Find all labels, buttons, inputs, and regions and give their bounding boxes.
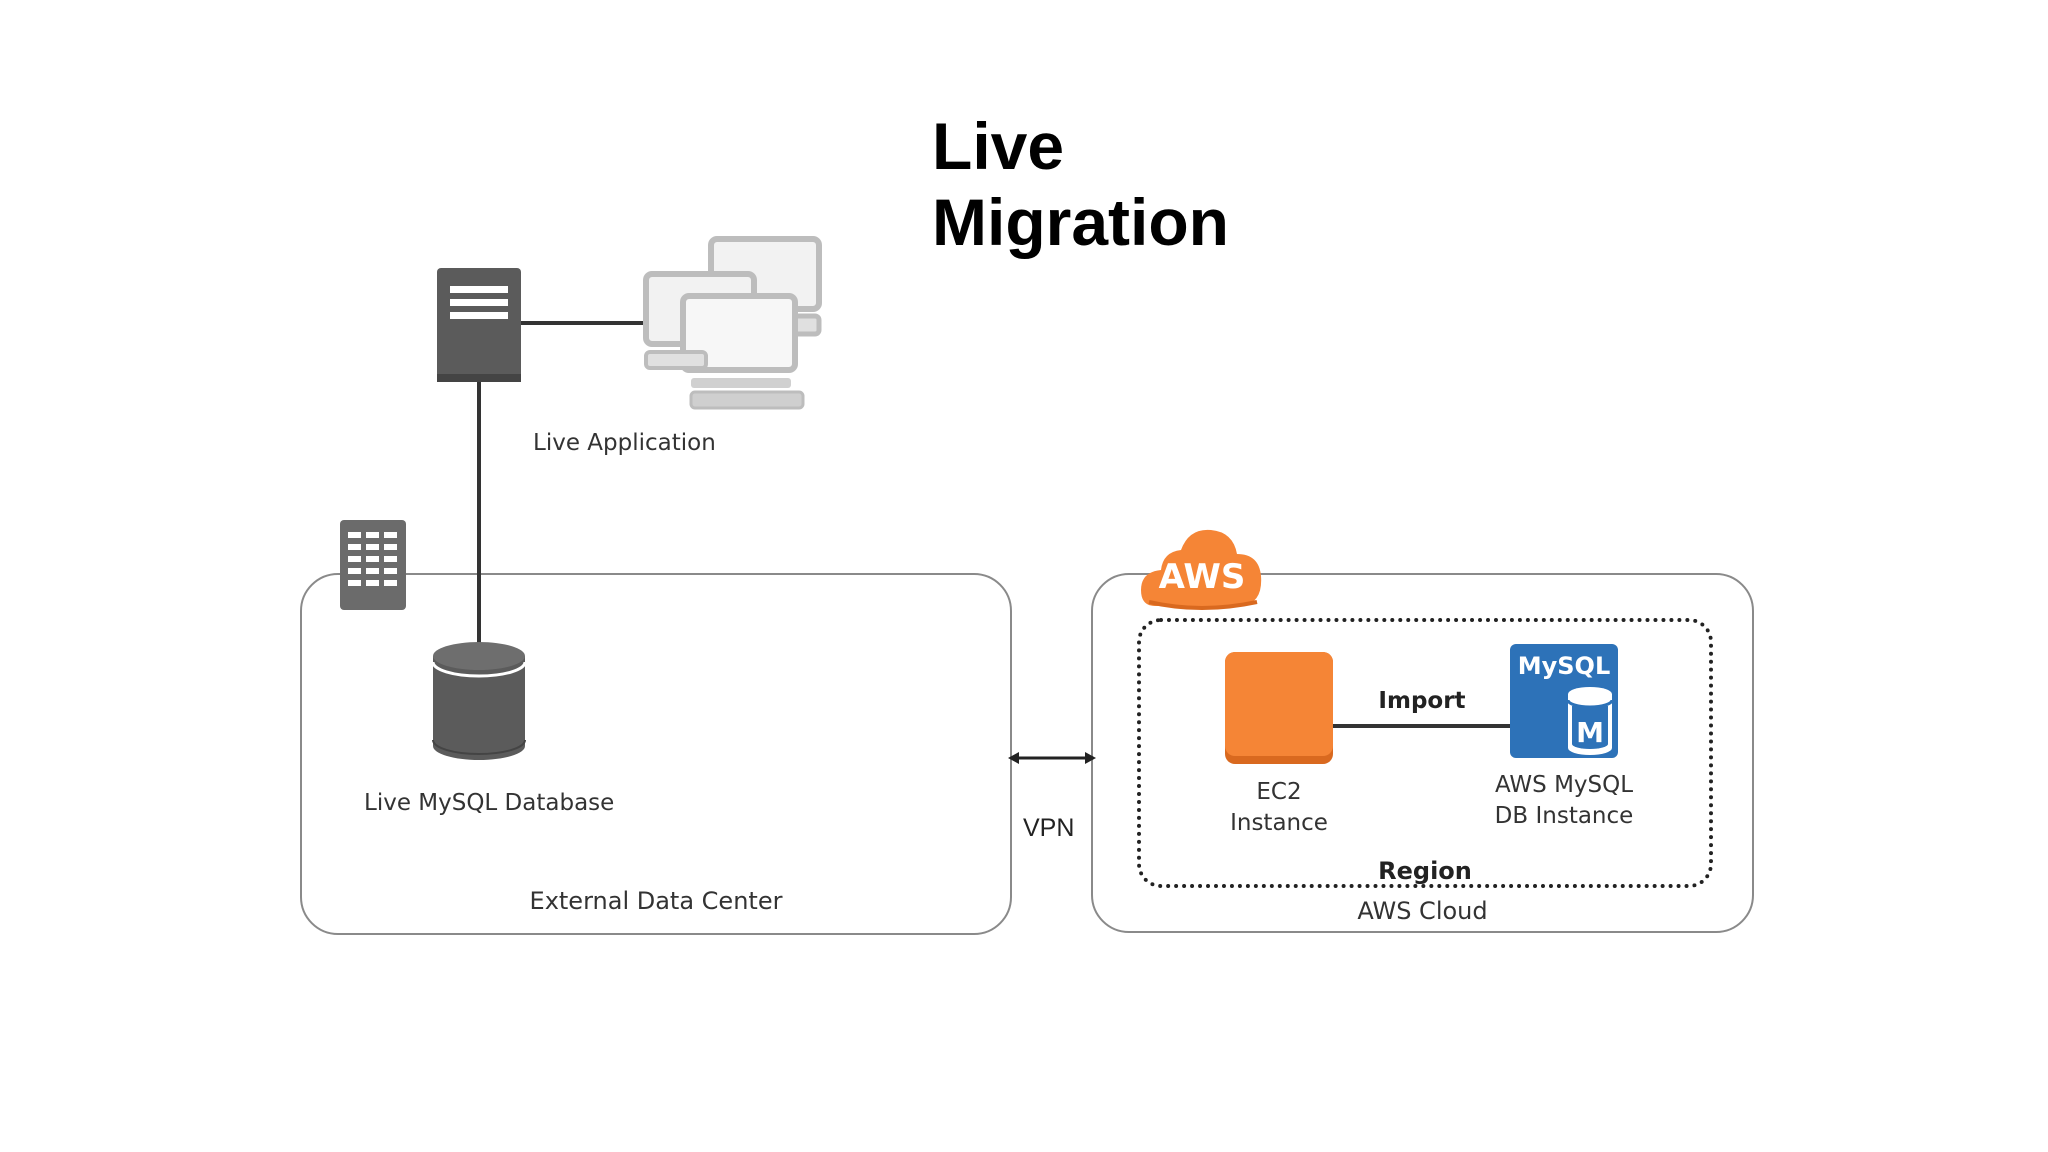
external-data-center-box: [300, 573, 1012, 935]
aws-badge-text: AWS: [1158, 557, 1246, 597]
server-computers-connector: [517, 321, 647, 325]
title-line-1: Live: [932, 109, 1065, 183]
title-line-2: Migration: [932, 185, 1229, 259]
mysql-icon-text: MySQL: [1517, 652, 1611, 680]
computers-icon: [643, 236, 822, 410]
mysql-label-line-2: DB Instance: [1494, 803, 1634, 829]
vpn-label: VPN: [1023, 814, 1075, 842]
aws-mysql-db-instance-label: AWS MySQL DB Instance: [1474, 770, 1654, 832]
mysql-icon-letter: M: [1576, 716, 1604, 749]
ec2-instance-icon: [1225, 652, 1333, 764]
ec2-instance-label: EC2 Instance: [1220, 777, 1338, 839]
import-label: Import: [1378, 688, 1466, 714]
mysql-db-instance-icon: [1510, 644, 1618, 758]
aws-cloud-box: [1091, 573, 1754, 933]
external-data-center-label: External Data Center: [529, 887, 783, 915]
vpn-arrow: [1008, 752, 1096, 764]
server-database-connector: [477, 378, 481, 648]
database-icon: [431, 642, 527, 760]
page-title: Live Migration: [932, 108, 1229, 260]
ec2-label-line-2: Instance: [1230, 810, 1328, 836]
ec2-label-line-1: EC2: [1256, 779, 1302, 805]
import-connector: [1333, 724, 1511, 728]
aws-cloud-label: AWS Cloud: [1357, 897, 1488, 925]
building-icon: [340, 520, 406, 610]
region-box: [1137, 618, 1713, 888]
aws-cloud-icon: [1141, 529, 1262, 610]
live-mysql-database-label: Live MySQL Database: [364, 790, 615, 816]
server-icon: [437, 268, 521, 382]
live-application-label: Live Application: [533, 430, 716, 456]
region-label: Region: [1378, 857, 1472, 885]
mysql-label-line-1: AWS MySQL: [1494, 772, 1634, 798]
